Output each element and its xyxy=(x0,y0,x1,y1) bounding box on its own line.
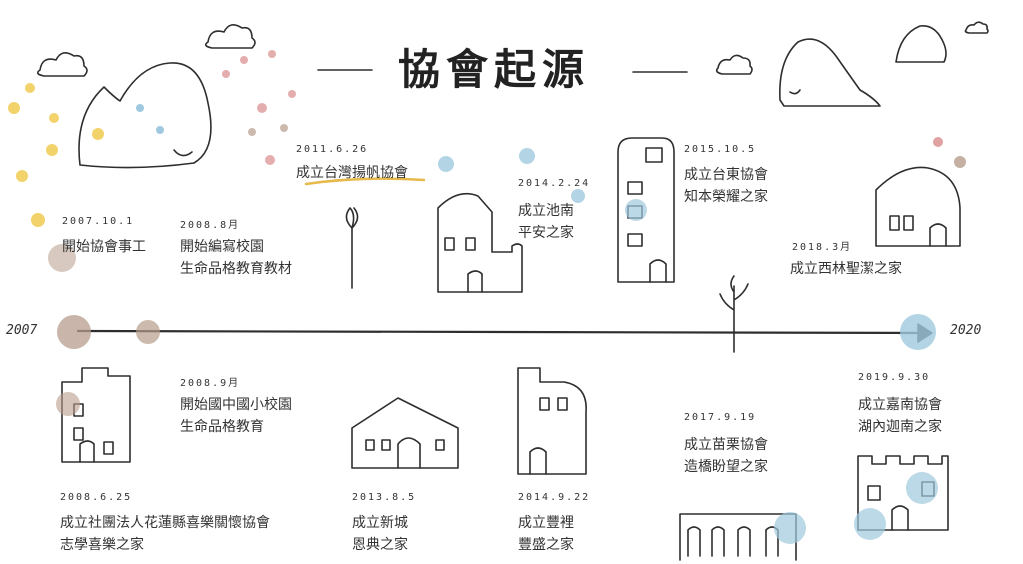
event-text: 成立新城 恩典之家 xyxy=(352,512,408,556)
event-line: 成立苗栗協會 xyxy=(684,437,768,453)
timeline-axis xyxy=(76,329,932,335)
house-icon xyxy=(351,397,459,469)
event-text: 成立台灣揚帆協會 xyxy=(296,162,408,184)
cloud-icon xyxy=(964,21,989,34)
event-text: 成立西林聖潔之家 xyxy=(790,258,902,280)
event-date: 2018.3月 xyxy=(792,242,853,253)
event-line: 湖內迦南之家 xyxy=(858,419,942,435)
event-text: 成立池南 平安之家 xyxy=(518,200,574,244)
event-line: 造橋盼望之家 xyxy=(684,459,768,475)
event-date: 2014.9.22 xyxy=(518,492,591,503)
mountain-small-icon xyxy=(895,25,947,63)
event-line: 成立台灣揚帆協會 xyxy=(296,165,408,181)
event-line: 知本榮耀之家 xyxy=(684,189,768,205)
event-date: 2015.10.5 xyxy=(684,144,757,155)
event-line: 成立台東協會 xyxy=(684,167,768,183)
event-text: 開始協會事工 xyxy=(62,236,146,258)
event-line: 成立西林聖潔之家 xyxy=(790,261,902,277)
house-icon xyxy=(61,367,131,463)
castle-house-icon xyxy=(857,455,949,531)
event-line: 成立嘉南協會 xyxy=(858,397,942,413)
event-text: 開始國中國小校園 生命品格教育 xyxy=(180,394,292,438)
event-date: 2019.9.30 xyxy=(858,372,931,383)
house-icon xyxy=(517,367,587,475)
highlight-underline xyxy=(304,177,426,186)
event-line: 開始協會事工 xyxy=(62,239,146,255)
mountain-right-icon xyxy=(779,38,881,107)
event-date: 2011.6.26 xyxy=(296,144,369,155)
event-line: 成立新城 xyxy=(352,515,408,531)
event-line: 恩典之家 xyxy=(352,537,408,553)
event-line: 平安之家 xyxy=(518,225,574,241)
cloud-icon xyxy=(715,54,753,75)
color-dots-decoration xyxy=(8,50,966,544)
page-title: 協會起源 xyxy=(398,45,591,94)
event-line: 成立池南 xyxy=(518,203,574,219)
house-icon xyxy=(437,192,523,293)
mountain-smile xyxy=(173,149,193,157)
cloud-icon xyxy=(36,52,88,77)
house-icon xyxy=(875,166,961,247)
event-line: 生命品格教育 xyxy=(180,419,264,435)
event-line: 豐盛之家 xyxy=(518,537,574,553)
event-text: 成立苗栗協會 造橋盼望之家 xyxy=(684,434,768,478)
event-date: 2014.2.24 xyxy=(518,178,591,189)
mountain-left-icon xyxy=(78,62,212,169)
cloud-icon xyxy=(204,24,256,49)
event-text: 開始編寫校園 生命品格教育教材 xyxy=(180,236,292,280)
event-date: 2013.8.5 xyxy=(352,492,417,503)
event-date: 2008.9月 xyxy=(180,378,241,389)
axis-end-year: 2020 xyxy=(950,323,982,338)
event-date: 2007.10.1 xyxy=(62,216,135,227)
event-text: 成立豐裡 豐盛之家 xyxy=(518,512,574,556)
event-date: 2017.9.19 xyxy=(684,412,757,423)
event-line: 成立豐裡 xyxy=(518,515,574,531)
event-line: 開始編寫校園 xyxy=(180,239,264,255)
mountain-smile xyxy=(789,89,801,95)
event-line: 生命品格教育教材 xyxy=(180,261,292,277)
flower-icon xyxy=(345,207,359,289)
event-text: 成立社團法人花蓮縣喜樂關懷協會 志學喜樂之家 xyxy=(60,512,270,556)
sprout-icon xyxy=(719,275,749,353)
event-line: 成立社團法人花蓮縣喜樂關懷協會 xyxy=(60,515,270,531)
event-line: 志學喜樂之家 xyxy=(60,537,144,553)
event-date: 2008.6.25 xyxy=(60,492,133,503)
event-date: 2008.8月 xyxy=(180,220,241,231)
event-line: 開始國中國小校園 xyxy=(180,397,292,413)
tower-house-icon xyxy=(617,137,675,283)
event-text: 成立台東協會 知本榮耀之家 xyxy=(684,164,768,208)
axis-start-year: 2007 xyxy=(6,323,38,338)
event-text: 成立嘉南協會 湖內迦南之家 xyxy=(858,394,942,438)
